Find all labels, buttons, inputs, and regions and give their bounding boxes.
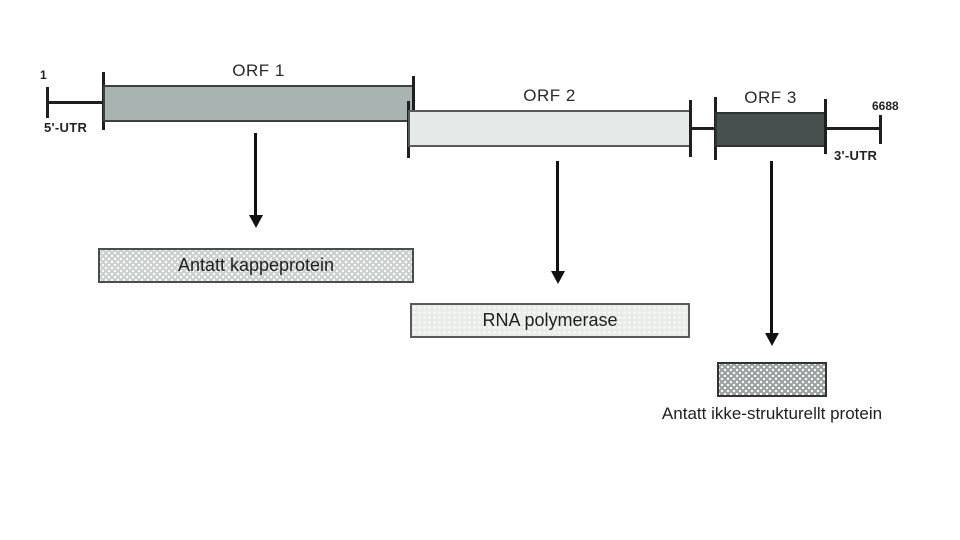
orf2-label: ORF 2 <box>523 86 576 105</box>
product-box-ikke-strukturelt <box>717 362 827 397</box>
orf3-label: ORF 3 <box>744 88 797 107</box>
end-coordinate-label: 6688 <box>872 99 899 113</box>
orf1-label: ORF 1 <box>232 61 285 80</box>
arrow-down-icon <box>551 271 565 284</box>
arrow-shaft <box>254 133 257 217</box>
product-box-kappeprotein: Antatt kappeprotein <box>98 248 414 283</box>
orf3-right-tick <box>824 99 827 154</box>
start-coordinate-label: 1 <box>40 68 47 82</box>
orf3-box <box>715 112 826 147</box>
product-label: Antatt kappeprotein <box>177 255 335 275</box>
orf1-box <box>103 85 414 122</box>
arrow-down-icon <box>249 215 263 228</box>
orf2-box <box>408 110 691 147</box>
arrow-down-icon <box>765 333 779 346</box>
utr3-line <box>824 127 882 130</box>
product-box-rna-polymerase: RNA polymerase <box>410 303 690 338</box>
utr5-line <box>46 101 104 104</box>
product-label: Antatt ikke-strukturellt protein <box>661 404 883 423</box>
orf2-orf3-connector-line <box>690 127 717 130</box>
arrow-shaft <box>770 161 773 334</box>
end-tick <box>879 115 882 144</box>
orf1-right-tick <box>412 76 415 132</box>
utr5-label: 5'-UTR <box>44 120 88 135</box>
arrow-shaft <box>556 161 559 272</box>
product-label: RNA polymerase <box>482 310 618 330</box>
utr3-label: 3'-UTR <box>834 148 878 163</box>
